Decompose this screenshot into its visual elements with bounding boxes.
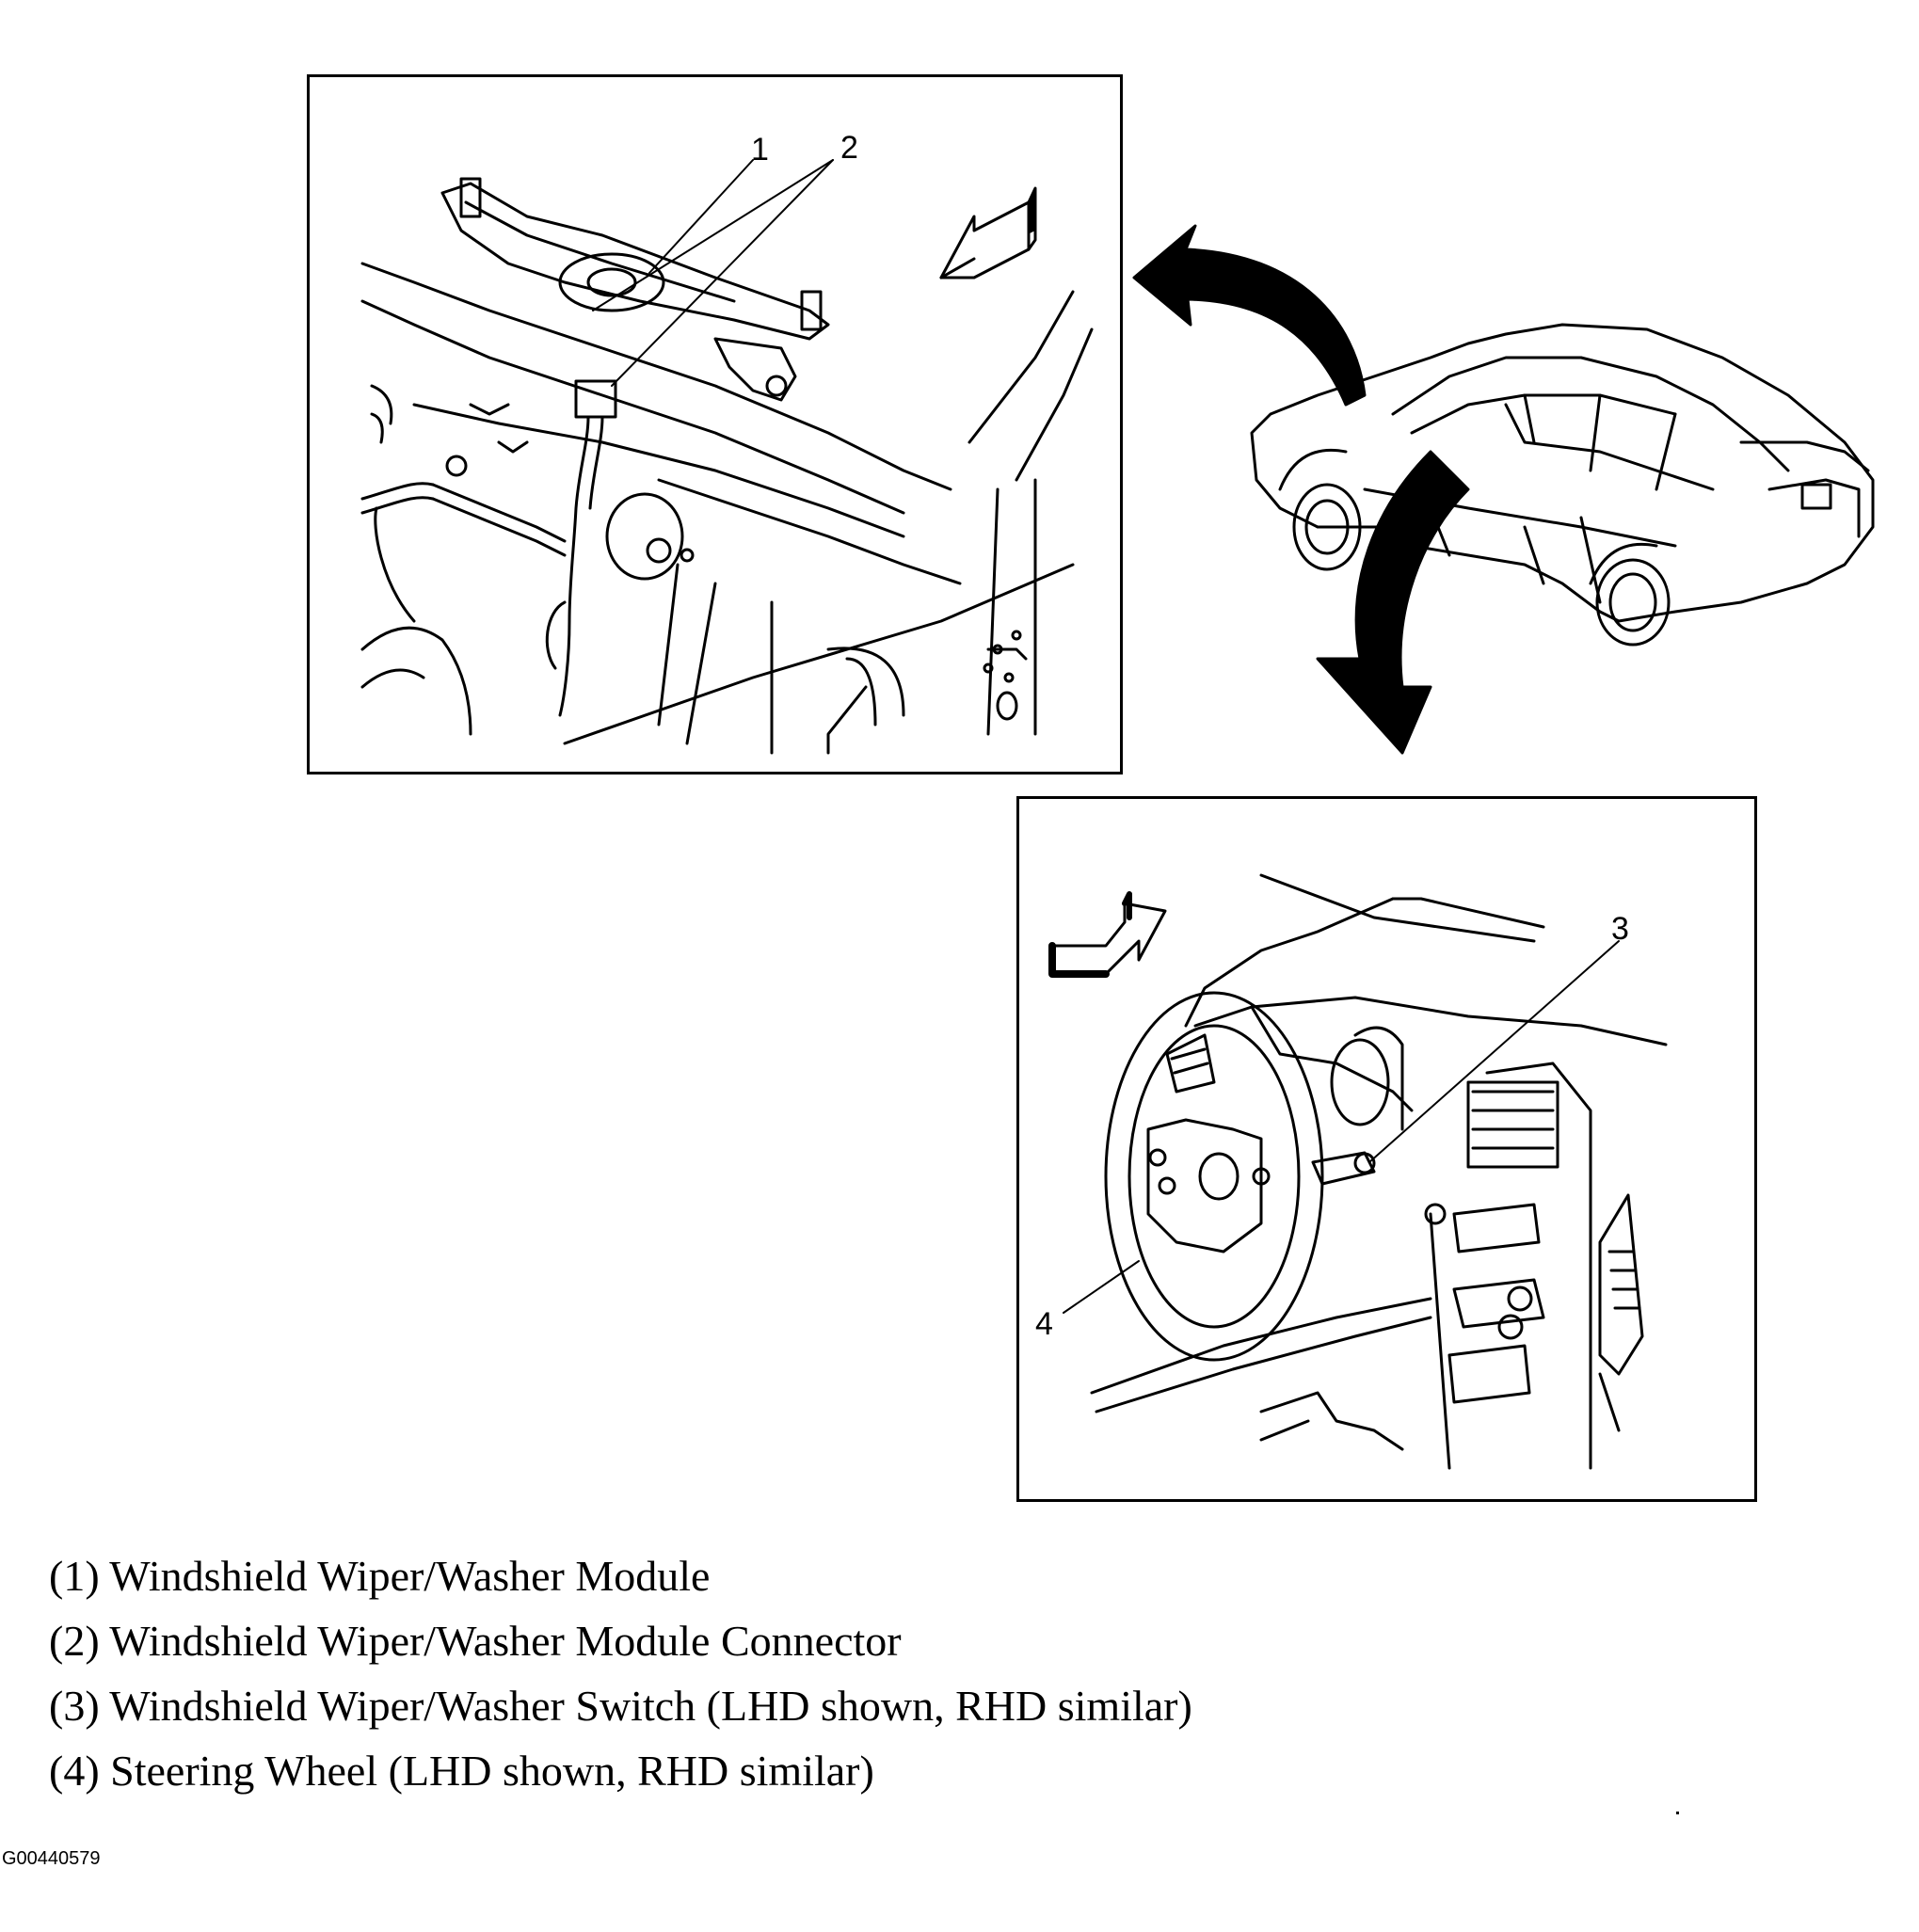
legend-item: (1) Windshield Wiper/Washer Module — [49, 1552, 711, 1600]
callout-leader-4 — [1063, 1260, 1140, 1314]
vehicle-illustration — [1250, 323, 1875, 647]
stray-mark — [1676, 1812, 1679, 1814]
legend: (1) Windshield Wiper/Washer Module (2) W… — [49, 1543, 1192, 1803]
legend-item: (2) Windshield Wiper/Washer Module Conne… — [49, 1617, 902, 1665]
wiper-connector-illustration — [545, 379, 617, 717]
callout-leader-2 — [592, 159, 834, 387]
callout-1: 1 — [751, 132, 769, 168]
cowl-panel-illustration — [360, 262, 1094, 755]
callout-2: 2 — [840, 130, 858, 166]
legend-item: (3) Windshield Wiper/Washer Switch (LHD … — [49, 1682, 1192, 1730]
figure-id: G00440579 — [2, 1848, 101, 1869]
callout-leader-1 — [648, 159, 754, 274]
curved-arrow-to-top-view — [1132, 224, 1367, 407]
callout-leader-3 — [1368, 940, 1620, 1163]
instrument-panel-illustration — [1090, 873, 1668, 1470]
legend-item: (4) Steering Wheel (LHD shown, RHD simil… — [49, 1747, 874, 1795]
curved-arrow-to-bottom-view — [1316, 450, 1470, 755]
wiper-module-illustration — [440, 177, 830, 402]
view-direction-arrow-bottom — [1048, 891, 1167, 978]
callout-3: 3 — [1611, 911, 1629, 947]
engine-compartment-view-frame — [307, 74, 1123, 774]
view-direction-arrow-top — [939, 186, 1037, 279]
callout-4: 4 — [1035, 1306, 1053, 1342]
